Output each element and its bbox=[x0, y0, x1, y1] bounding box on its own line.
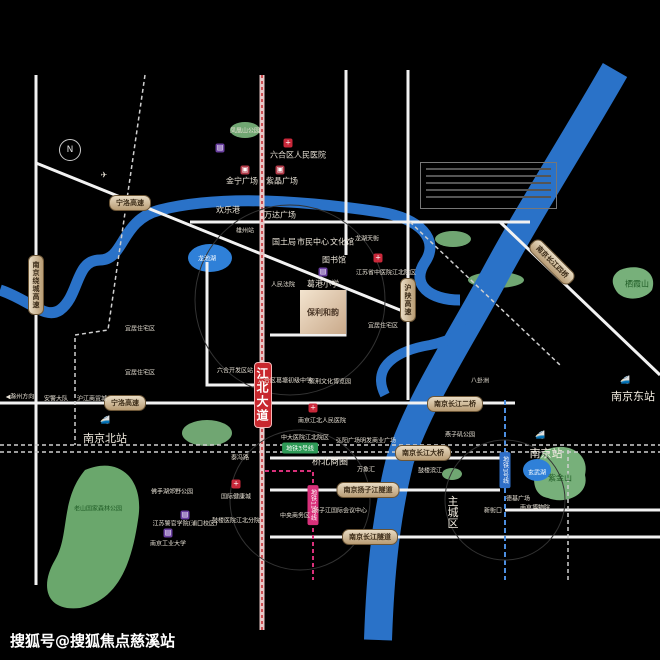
place-label: 金宁广场 bbox=[226, 176, 258, 186]
hospital-icon: + bbox=[283, 138, 293, 148]
park-small-1 bbox=[435, 231, 471, 247]
place-label: 中央商务区 bbox=[279, 512, 311, 520]
place-label: 龙湖天街 bbox=[354, 235, 380, 243]
school-icon: ▤ bbox=[163, 528, 173, 538]
metro-1-tag: 地铁1号线 bbox=[499, 452, 511, 488]
place-label: 沪江商贸城 bbox=[76, 395, 108, 403]
changjiang-tunnel-tag: 南京长江隧道 bbox=[342, 529, 398, 545]
place-label: 玄武湖 bbox=[527, 469, 547, 477]
school-icon: ▤ bbox=[318, 267, 328, 277]
place-label: 栖霞山 bbox=[625, 279, 649, 289]
metro-11-tag: 地铁11号线 bbox=[307, 485, 319, 525]
watermark: 搜狐号@搜狐焦点慈溪站 bbox=[10, 632, 176, 650]
place-label: 江苏警官学院(浦口校区) bbox=[152, 520, 218, 528]
place-label: 佛手湖郊野公园 bbox=[150, 488, 194, 496]
place-label: 老山国家森林公园 bbox=[73, 505, 123, 513]
mall-icon: ▣ bbox=[275, 165, 285, 175]
zijinshan-park bbox=[534, 446, 586, 501]
park-small-4 bbox=[230, 122, 260, 138]
place-label: 六合区人民医院 bbox=[270, 150, 326, 160]
place-label: 龙池湖 bbox=[197, 255, 217, 263]
place-label: 欢乐港 bbox=[216, 205, 240, 215]
project-logo[interactable]: 保利和韵 bbox=[300, 290, 346, 334]
airport-icon: ✈ bbox=[100, 170, 108, 180]
nanjing-station: 南京站 bbox=[529, 447, 563, 460]
train-icon: 🚄 bbox=[100, 415, 110, 425]
info-text-box bbox=[420, 162, 557, 209]
jiangbei-avenue-label: 江北大道 bbox=[254, 362, 272, 428]
place-label: 江苏省中医院江北院区 bbox=[355, 269, 417, 277]
nanjing-north-station: 南京北站 bbox=[83, 432, 127, 445]
place-label: 明发商业广场 bbox=[359, 437, 397, 445]
place-label: 泰冯路 bbox=[230, 454, 250, 462]
place-label: 紫荆文化博览园 bbox=[308, 378, 352, 386]
ninglu-highway-tag: 宁洛高速 bbox=[109, 195, 151, 211]
place-label: 燕子矶公园 bbox=[444, 431, 476, 439]
hospital-icon: + bbox=[373, 253, 383, 263]
place-label: 凤凰山公园 bbox=[229, 127, 261, 135]
place-label: 主城区 bbox=[446, 495, 459, 529]
school-icon: ▤ bbox=[215, 143, 225, 153]
place-label: 安警大队 bbox=[43, 395, 69, 403]
place-label: 国际健康城 bbox=[220, 493, 252, 501]
school-icon: ▤ bbox=[180, 510, 190, 520]
longchi-lake bbox=[188, 244, 232, 272]
place-label: 六合区葛塘初级中学 bbox=[257, 377, 313, 385]
chu-river bbox=[0, 195, 461, 319]
place-label: 图书馆 bbox=[322, 255, 346, 265]
mall-icon: ▣ bbox=[240, 165, 250, 175]
nanjing-east-station: 南京东站 bbox=[611, 390, 655, 403]
place-label: 万象汇 bbox=[356, 466, 376, 474]
park-small-3 bbox=[182, 420, 232, 446]
place-label: 南京工业大学 bbox=[149, 540, 187, 548]
hushan-highway-tag: 沪陕高速 bbox=[400, 278, 416, 322]
place-label: 市民中心 bbox=[297, 237, 329, 247]
ring-highway-tag: 南京绕城高速 bbox=[28, 255, 44, 315]
place-label: 紫金山 bbox=[548, 473, 572, 483]
place-label: 德基广场 bbox=[505, 495, 531, 503]
qixia-park bbox=[612, 267, 654, 299]
yangtze-river bbox=[364, 63, 628, 641]
metro-11-line bbox=[265, 470, 314, 580]
park-small-5 bbox=[442, 468, 462, 480]
place-label: 宜居住宅区 bbox=[124, 369, 156, 377]
yangzi-tunnel-tag: 南京扬子江隧道 bbox=[336, 482, 400, 498]
place-label: 桥北商圈 bbox=[311, 457, 349, 468]
place-label: 八卦洲 bbox=[470, 377, 490, 385]
hospital-icon: + bbox=[231, 479, 241, 489]
place-label: 中大医院江北院区 bbox=[280, 434, 330, 442]
chuzhou-direction: ◀滁州方向 bbox=[5, 393, 35, 401]
place-label: 宜居住宅区 bbox=[367, 322, 399, 330]
place-label: 扬子江国际会议中心 bbox=[312, 507, 368, 515]
place-label: 万达广场 bbox=[264, 210, 296, 220]
bridge-1-tag: 南京长江大桥 bbox=[395, 445, 451, 461]
place-label: 文化馆 bbox=[330, 237, 354, 247]
train-icon: 🚄 bbox=[620, 375, 630, 385]
metro-3-tag: 地铁3号线 bbox=[282, 442, 318, 454]
place-label: 鼓楼医院江北分院 bbox=[211, 517, 261, 525]
hospital-icon: + bbox=[308, 403, 318, 413]
place-label: 南京江北人民医院 bbox=[297, 417, 347, 425]
train-icon: 🚄 bbox=[535, 430, 545, 440]
place-label: 雄州站 bbox=[235, 227, 255, 235]
place-label: 六合开发区站 bbox=[216, 367, 254, 375]
place-label: 南京博物院 bbox=[519, 504, 551, 512]
river-loop bbox=[376, 314, 484, 398]
place-label: 紫晶广场 bbox=[266, 176, 298, 186]
ninglu-highway-tag: 宁洛高速 bbox=[104, 395, 146, 411]
place-label: 国土局 bbox=[272, 237, 296, 247]
xuanwu-lake bbox=[523, 459, 551, 481]
place-label: 鼓楼滨江 bbox=[417, 467, 443, 475]
place-label: 人民法院 bbox=[270, 281, 296, 289]
laoshan-park bbox=[47, 465, 140, 609]
place-label: 新街口 bbox=[483, 507, 503, 515]
place-label: 宜居住宅区 bbox=[124, 325, 156, 333]
place-label: 弘阳广场 bbox=[335, 437, 361, 445]
place-label: 葛港小学 bbox=[307, 279, 339, 289]
bridge-2-tag: 南京长江二桥 bbox=[427, 396, 483, 412]
compass-icon: N bbox=[59, 139, 81, 161]
